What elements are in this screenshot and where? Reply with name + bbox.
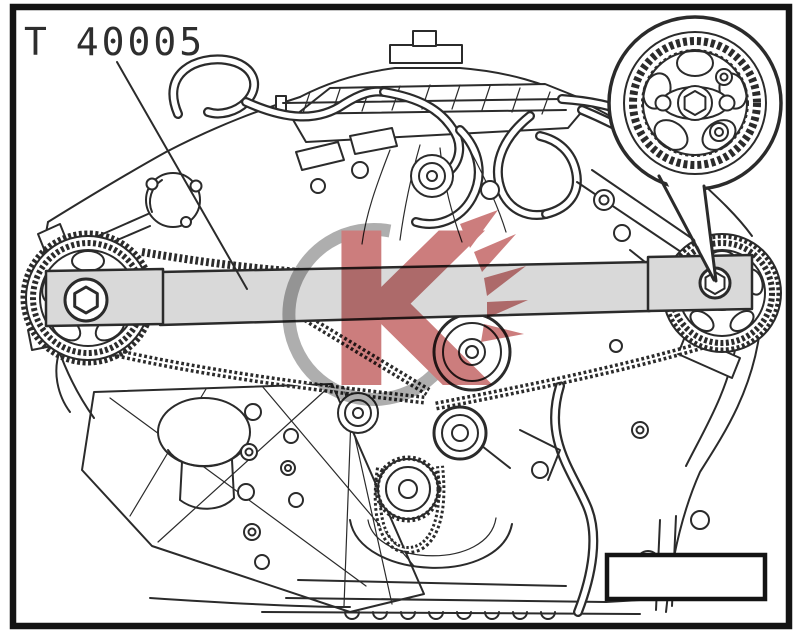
part-number-box [604,552,768,602]
hub-bolt [709,122,729,142]
oil-pan [261,517,641,620]
left-hex-hole [63,277,109,323]
watermark: K [282,188,528,435]
bolt-holes [237,403,710,574]
crank-chain-sprocket [374,455,442,523]
frame-border [9,3,793,630]
tensioner-pulley [432,405,511,469]
sprocket-teeth-ring [629,37,761,169]
callout-sprocket [623,31,767,175]
leader-line [116,61,248,290]
magnifier-callout [607,15,783,283]
hub-hex [683,90,707,116]
watermark-swoosh [282,222,458,406]
sprocket-spoke-hole [653,119,689,151]
hub-ear [718,94,736,112]
top-hoses [168,54,695,229]
tool-label-group: T 40005 [24,20,248,290]
hub-bolt [715,68,733,86]
watermark-rays [460,210,528,342]
tool-label: T 40005 [24,20,205,64]
sprocket-spoke-hole [676,49,714,77]
callout-tail [657,174,718,283]
sprocket-spoke-hole [729,309,755,333]
hub-ear [654,94,672,112]
chain-loop [373,465,446,555]
engine-line-art [27,30,761,620]
sprocket-spoke-hole [689,309,715,333]
sprocket-spoke-hole [701,119,737,151]
